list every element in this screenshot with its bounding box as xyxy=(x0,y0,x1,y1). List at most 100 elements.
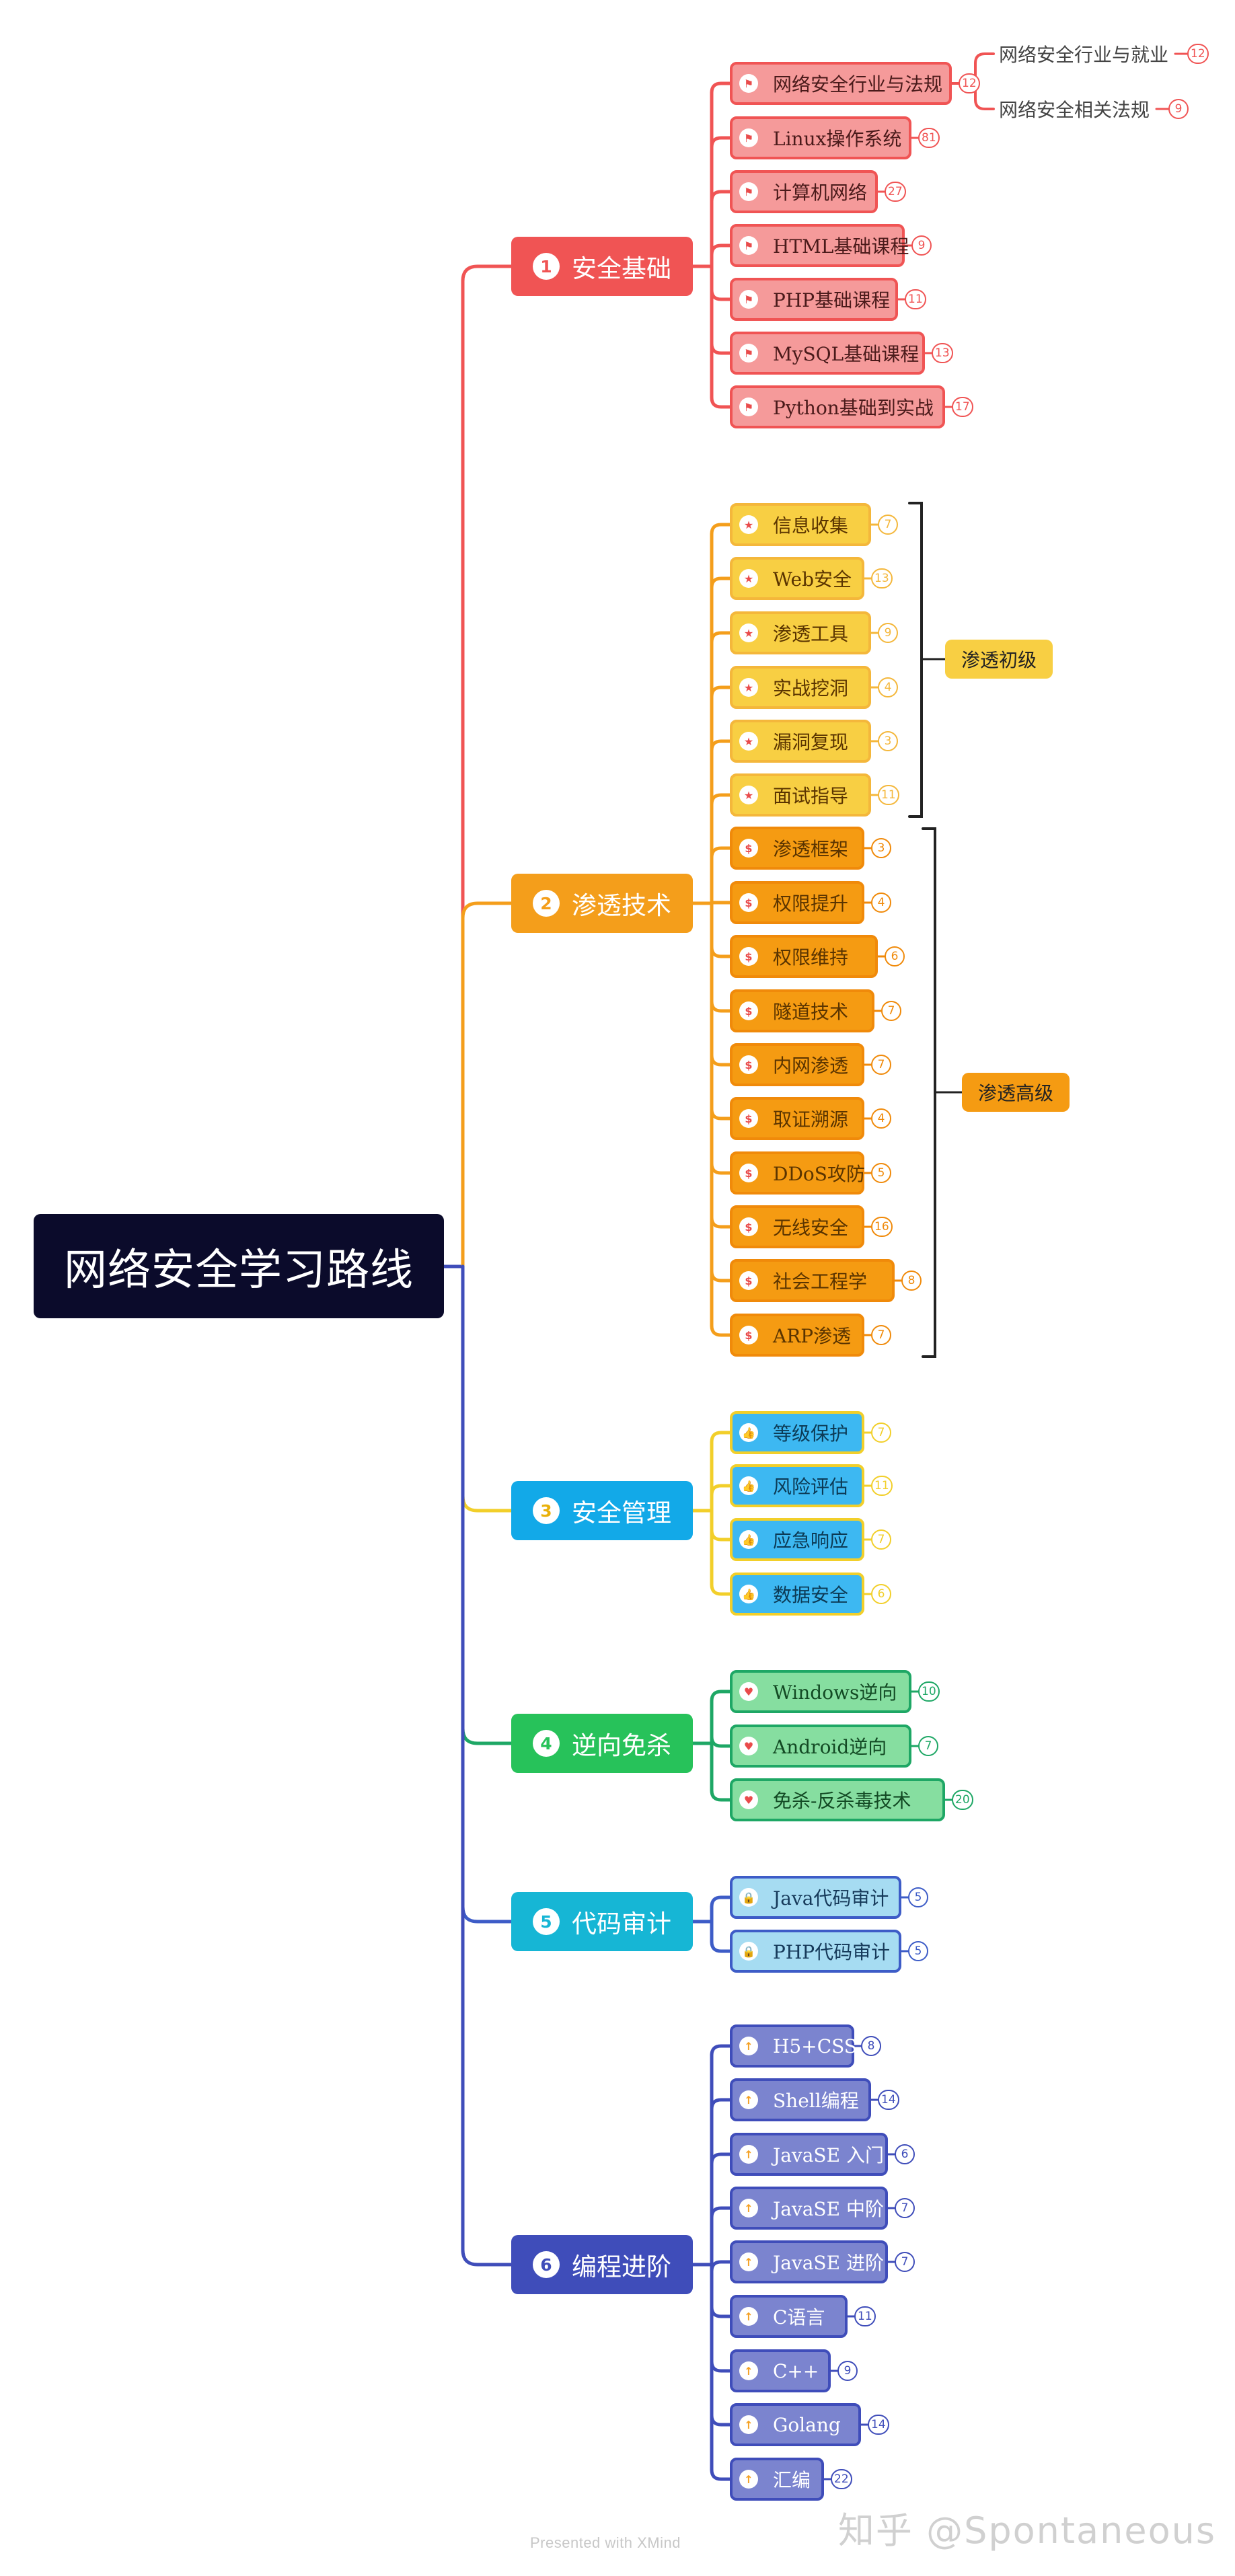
leaf-node[interactable]: ↑JavaSE 中阶 xyxy=(730,2187,888,2230)
leaf-node[interactable]: ⚑HTML基础课程 xyxy=(730,224,909,267)
leaf-node[interactable]: 👍应急响应 xyxy=(730,1518,864,1561)
branch-number: 4 xyxy=(533,1730,560,1757)
dollar-icon: $ xyxy=(739,947,758,966)
count-badge: 7 xyxy=(918,1736,938,1756)
leaf-node[interactable]: ♥Android逆向 xyxy=(730,1725,911,1768)
leaf-label: 漏洞复现 xyxy=(773,731,849,753)
leaf-label: JavaSE 进阶 xyxy=(773,2252,884,2274)
leaf-node[interactable]: $ 无线安全 xyxy=(730,1205,864,1248)
leaf-node[interactable]: ↑Golang xyxy=(730,2403,861,2446)
dollar-icon: $ xyxy=(739,1217,758,1236)
leaf-label: 等级保护 xyxy=(773,1423,849,1445)
arrow-up-icon: ↑ xyxy=(739,2145,758,2164)
leaf-node[interactable]: $DDoS攻防 xyxy=(730,1151,865,1195)
leaf-node[interactable]: ↑H5+CSS xyxy=(730,2024,857,2068)
root-node[interactable]: 网络安全学习路线 xyxy=(34,1214,444,1318)
leaf-node[interactable]: ⚑PHP基础课程 xyxy=(730,278,898,321)
leaf-node[interactable]: $社会工程学 xyxy=(730,1259,895,1302)
count-badge: 7 xyxy=(871,1325,891,1345)
leaf-node[interactable]: ⚑ MySQL基础课程 xyxy=(730,332,925,375)
connector-line xyxy=(710,2260,732,2273)
dollar-icon: $ xyxy=(739,1001,758,1020)
leaf-node[interactable]: ★渗透工具 xyxy=(730,611,871,654)
leaf-node[interactable]: ⚑计算机网络 xyxy=(730,170,878,213)
group-callout[interactable]: 渗透初级 xyxy=(945,640,1053,679)
leaf-label: PHP代码审计 xyxy=(773,1941,891,1963)
leaf-node[interactable]: $ 权限维持 xyxy=(730,935,878,978)
sub-item-label: 网络安全行业与就业 xyxy=(999,44,1169,66)
leaf-node[interactable]: 🔒Java代码审计 xyxy=(730,1876,901,1919)
count-badge: 6 xyxy=(871,1584,891,1604)
count-badge: 11 xyxy=(854,2306,876,2326)
leaf-node[interactable]: ↑JavaSE 入门 xyxy=(730,2133,888,2176)
star-icon: ★ xyxy=(739,732,758,751)
leaf-node[interactable]: ⚑Python基础到实战 xyxy=(730,385,945,428)
leaf-node[interactable]: ↑汇编 xyxy=(730,2458,824,2501)
connector-line xyxy=(461,1264,513,1924)
leaf-label: HTML基础课程 xyxy=(773,235,909,258)
connector-line xyxy=(710,945,732,958)
lock-icon: 🔒 xyxy=(739,1942,758,1961)
connector-line xyxy=(710,2359,732,2373)
leaf-node[interactable]: ★信息收集 xyxy=(730,503,871,546)
leaf-node[interactable]: 👍数据安全 xyxy=(730,1573,864,1616)
connector-line xyxy=(710,2305,732,2318)
leaf-node[interactable]: ↑C语言 xyxy=(730,2295,848,2338)
connector-line xyxy=(710,2044,732,2057)
leaf-label: Linux操作系统 xyxy=(773,128,902,150)
leaf-node[interactable]: 🔒 PHP代码审计 xyxy=(730,1930,901,1973)
connector-line xyxy=(710,1940,732,1953)
leaf-node[interactable]: ★面试指导 xyxy=(730,773,871,817)
leaf-node[interactable]: $ARP渗透 xyxy=(730,1314,864,1357)
connector-line xyxy=(710,2468,732,2481)
leaf-node[interactable]: $隧道技术 xyxy=(730,989,874,1032)
flag-icon: ⚑ xyxy=(739,128,758,147)
arrow-up-icon: ↑ xyxy=(739,2037,758,2055)
leaf-node[interactable]: ★Web安全 xyxy=(730,557,864,600)
leaf-node[interactable]: $内网渗透 xyxy=(730,1043,864,1086)
thumbs-up-icon: 👍 xyxy=(739,1476,758,1495)
leaf-node[interactable]: $取证溯源 xyxy=(730,1097,864,1140)
leaf-node[interactable]: $权限提升 xyxy=(730,881,864,924)
leaf-node[interactable]: 👍等级保护 xyxy=(730,1411,864,1454)
leaf-node[interactable]: ↑C++ xyxy=(730,2349,831,2392)
leaf-node[interactable]: ⚑ Linux操作系统 xyxy=(730,116,911,159)
leaf-label: 无线安全 xyxy=(773,1217,849,1239)
count-badge: 14 xyxy=(878,2090,899,2110)
branch-number: 1 xyxy=(533,253,560,280)
leaf-node[interactable]: ♥Windows逆向 xyxy=(730,1670,911,1713)
leaf-node[interactable]: ♥免杀-反杀毒技术 xyxy=(730,1778,945,1821)
count-badge: 14 xyxy=(868,2415,889,2435)
flag-icon: ⚑ xyxy=(739,344,758,363)
connector-line xyxy=(710,1162,732,1175)
connector-line xyxy=(908,502,923,818)
dollar-icon: $ xyxy=(739,1271,758,1290)
star-icon: ★ xyxy=(739,678,758,697)
leaf-node[interactable]: $渗透框架 xyxy=(730,827,864,870)
group-callout[interactable]: 渗透高级 xyxy=(962,1073,1070,1112)
leaf-node[interactable]: ★实战挖洞 xyxy=(730,666,871,709)
connector-line xyxy=(461,1264,513,1745)
leaf-node[interactable]: ↑JavaSE 进阶 xyxy=(730,2240,888,2283)
leaf-node[interactable]: ★ 漏洞复现 xyxy=(730,720,871,763)
leaf-node[interactable]: ⚑网络安全行业与法规 xyxy=(730,62,952,105)
connector-line xyxy=(461,1264,513,2267)
leaf-label: MySQL基础课程 xyxy=(773,343,920,365)
thumbs-up-icon: 👍 xyxy=(739,1530,758,1549)
leaf-node[interactable]: 👍风险评估 xyxy=(730,1464,864,1507)
branch-label: 安全基础 xyxy=(572,254,671,283)
leaf-label: 权限维持 xyxy=(773,946,849,969)
branch-node[interactable]: 1 安全基础 xyxy=(511,237,693,296)
connector-line xyxy=(710,1484,732,1497)
count-badge: 22 xyxy=(831,2469,852,2489)
count-badge: 13 xyxy=(932,343,953,363)
connector-line xyxy=(710,1528,732,1542)
leaf-node[interactable]: ↑Shell编程 xyxy=(730,2078,871,2121)
